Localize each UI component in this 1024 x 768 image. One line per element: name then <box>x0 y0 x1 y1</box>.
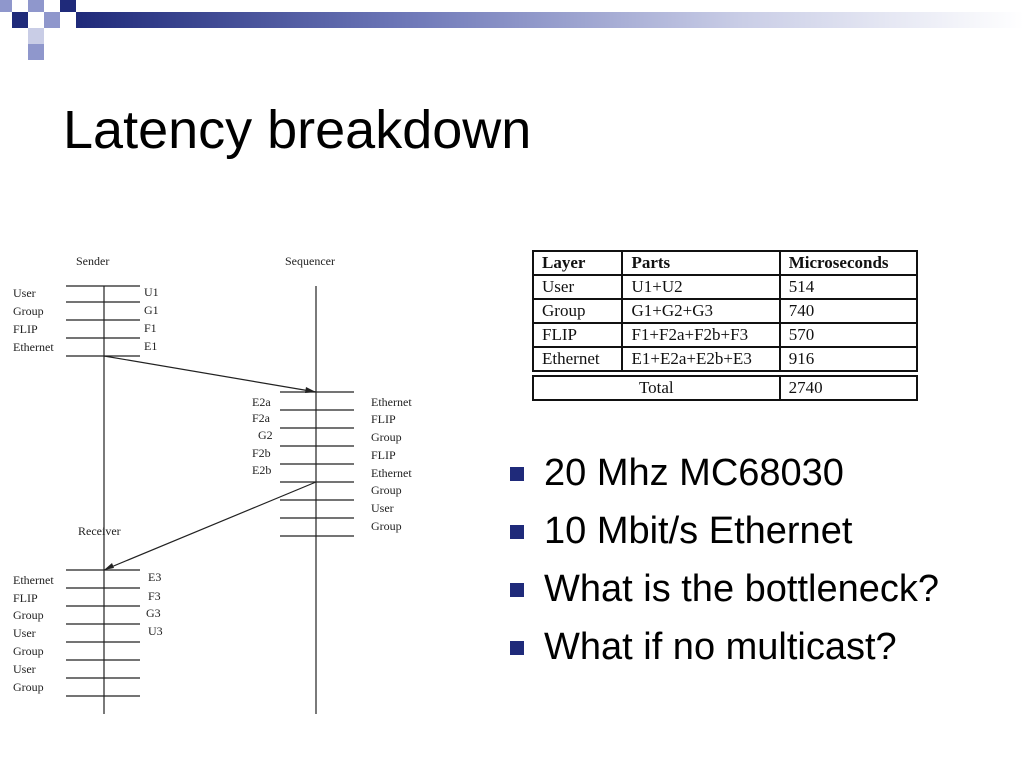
latency-breakdown-table: Layer Parts Microseconds User U1+U2 514 … <box>531 250 919 372</box>
deco-square-4 <box>44 12 60 28</box>
square-bullet-icon <box>510 583 524 597</box>
square-bullet-icon <box>510 641 524 655</box>
receiver-step-label: U3 <box>148 624 163 638</box>
column-header: Parts <box>621 250 781 276</box>
receiver-layer-label: FLIP <box>13 591 38 605</box>
deco-square-3 <box>28 0 44 12</box>
receiver-title: Receiver <box>78 524 121 538</box>
arrowhead-icon <box>104 563 114 570</box>
column-header: Layer <box>531 250 624 276</box>
latency-table: Layer Parts Microseconds User U1+U2 514 … <box>531 250 919 401</box>
receiver-layer-label: User <box>13 626 36 640</box>
table-row: Ethernet E1+E2a+E2b+E3 916 <box>531 346 919 372</box>
column-header: Microseconds <box>778 250 919 276</box>
receiver-layer-label: Group <box>13 680 44 694</box>
bullet-text: What if no multicast? <box>544 626 897 668</box>
sequencer-step-label: F2b <box>252 446 271 460</box>
sender-step-label: E1 <box>144 339 157 353</box>
receiver-layer-label: Group <box>13 644 44 658</box>
table-cell: 740 <box>778 298 919 324</box>
table-cell: G1+G2+G3 <box>621 298 781 324</box>
list-item: What is the bottleneck? <box>508 566 1008 612</box>
bullet-text: 10 Mbit/s Ethernet <box>544 510 853 552</box>
sender-step-label: F1 <box>144 321 157 335</box>
sequencer-layer-label: Group <box>371 483 402 497</box>
sequencer-title: Sequencer <box>285 254 335 268</box>
table-row: FLIP F1+F2a+F2b+F3 570 <box>531 322 919 348</box>
table-cell: 916 <box>778 346 919 372</box>
latency-total-row: Total 2740 <box>532 375 919 401</box>
table-cell: 514 <box>778 274 919 300</box>
table-row: Total 2740 <box>532 375 919 401</box>
bullet-list: 20 Mhz MC68030 10 Mbit/s Ethernet What i… <box>508 450 1008 682</box>
table-cell: Ethernet <box>531 346 624 372</box>
receiver-step-label: E3 <box>148 570 161 584</box>
deco-square-5 <box>28 28 44 44</box>
deco-gradient-bar <box>76 12 1024 28</box>
receiver-step-label: G3 <box>146 606 161 620</box>
table-cell: FLIP <box>531 322 624 348</box>
sequencer-step-label: G2 <box>258 428 273 442</box>
message-arrow-sender-to-sequencer <box>103 355 317 393</box>
list-item: What if no multicast? <box>508 624 1008 670</box>
slide-title: Latency breakdown <box>63 100 532 160</box>
deco-square-7 <box>28 44 44 60</box>
list-item: 20 Mhz MC68030 <box>508 450 1008 496</box>
list-item: 10 Mbit/s Ethernet <box>508 508 1008 554</box>
table-cell: User <box>531 274 624 300</box>
deco-square-1 <box>0 0 12 12</box>
sender-title: Sender <box>76 254 109 268</box>
deco-square-2 <box>12 12 28 28</box>
bullet-text: What is the bottleneck? <box>544 568 939 610</box>
sequencer-layer-label: FLIP <box>371 412 396 426</box>
latency-timing-diagram: Sender Sequencer Receiver User Group FLI… <box>13 254 412 714</box>
table-cell: U1+U2 <box>621 274 781 300</box>
sequencer-layer-label: Group <box>371 519 402 533</box>
sender-step-label: U1 <box>144 285 159 299</box>
sequencer-layer-label: User <box>371 501 394 515</box>
sender-step-label: G1 <box>144 303 159 317</box>
sequencer-layer-label: FLIP <box>371 448 396 462</box>
square-bullet-icon <box>510 467 524 481</box>
sender-layer-label: Ethernet <box>13 340 54 354</box>
receiver-layer-label: Ethernet <box>13 573 54 587</box>
square-bullet-icon <box>510 525 524 539</box>
sender-layer-label: Group <box>13 304 44 318</box>
bullet-text: 20 Mhz MC68030 <box>544 452 844 494</box>
message-arrow-sequencer-to-receiver <box>103 481 317 571</box>
sequencer-step-label: F2a <box>252 411 271 425</box>
receiver-step-label: F3 <box>148 589 161 603</box>
receiver-layer-label: Group <box>13 608 44 622</box>
table-row: Group G1+G2+G3 740 <box>531 298 919 324</box>
total-value: 2740 <box>778 375 919 401</box>
receiver-layer-label: User <box>13 662 36 676</box>
table-cell: E1+E2a+E2b+E3 <box>621 346 781 372</box>
sequencer-layer-label: Ethernet <box>371 395 412 409</box>
deco-square-6 <box>60 0 76 12</box>
slide-decoration <box>0 0 1024 64</box>
sequencer-step-label: E2a <box>252 395 271 409</box>
total-label: Total <box>532 375 781 401</box>
sender-layer-label: User <box>13 286 36 300</box>
table-cell: 570 <box>778 322 919 348</box>
arrowhead-icon <box>305 387 316 393</box>
table-row: User U1+U2 514 <box>531 274 919 300</box>
table-header-row: Layer Parts Microseconds <box>531 250 919 276</box>
sequencer-layer-label: Group <box>371 430 402 444</box>
table-cell: F1+F2a+F2b+F3 <box>621 322 781 348</box>
sender-layer-label: FLIP <box>13 322 38 336</box>
table-cell: Group <box>531 298 624 324</box>
sequencer-step-label: E2b <box>252 463 271 477</box>
sequencer-layer-label: Ethernet <box>371 466 412 480</box>
